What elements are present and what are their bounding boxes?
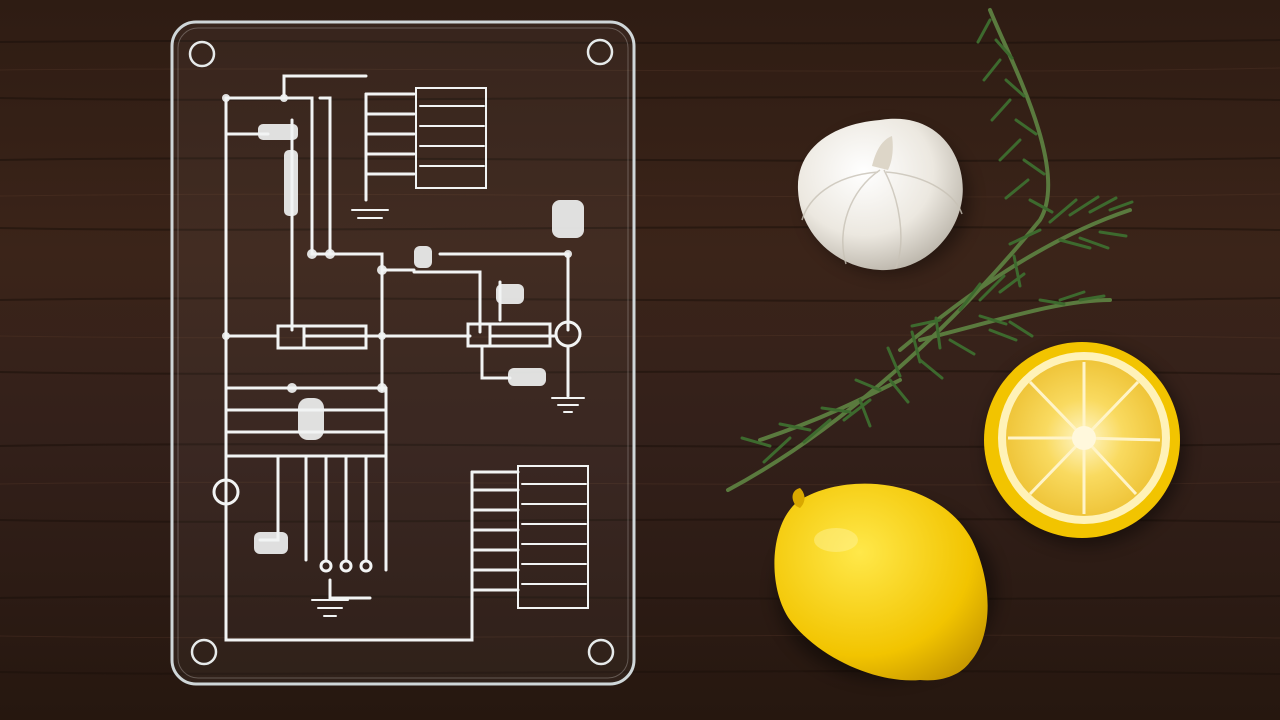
etched-circuit-diagram (212, 74, 589, 642)
corner-hole (587, 638, 615, 666)
garlic-bulb (797, 118, 970, 274)
corner-hole (190, 638, 218, 666)
glass-cutting-board (170, 20, 636, 686)
corner-hole (188, 40, 216, 68)
corner-holes (188, 38, 615, 666)
rosemary-sprig (726, 8, 1134, 492)
halved-lemon (984, 342, 1186, 546)
etched-component-glyphs (222, 94, 584, 554)
corner-hole (586, 38, 614, 66)
whole-lemon (774, 483, 996, 681)
